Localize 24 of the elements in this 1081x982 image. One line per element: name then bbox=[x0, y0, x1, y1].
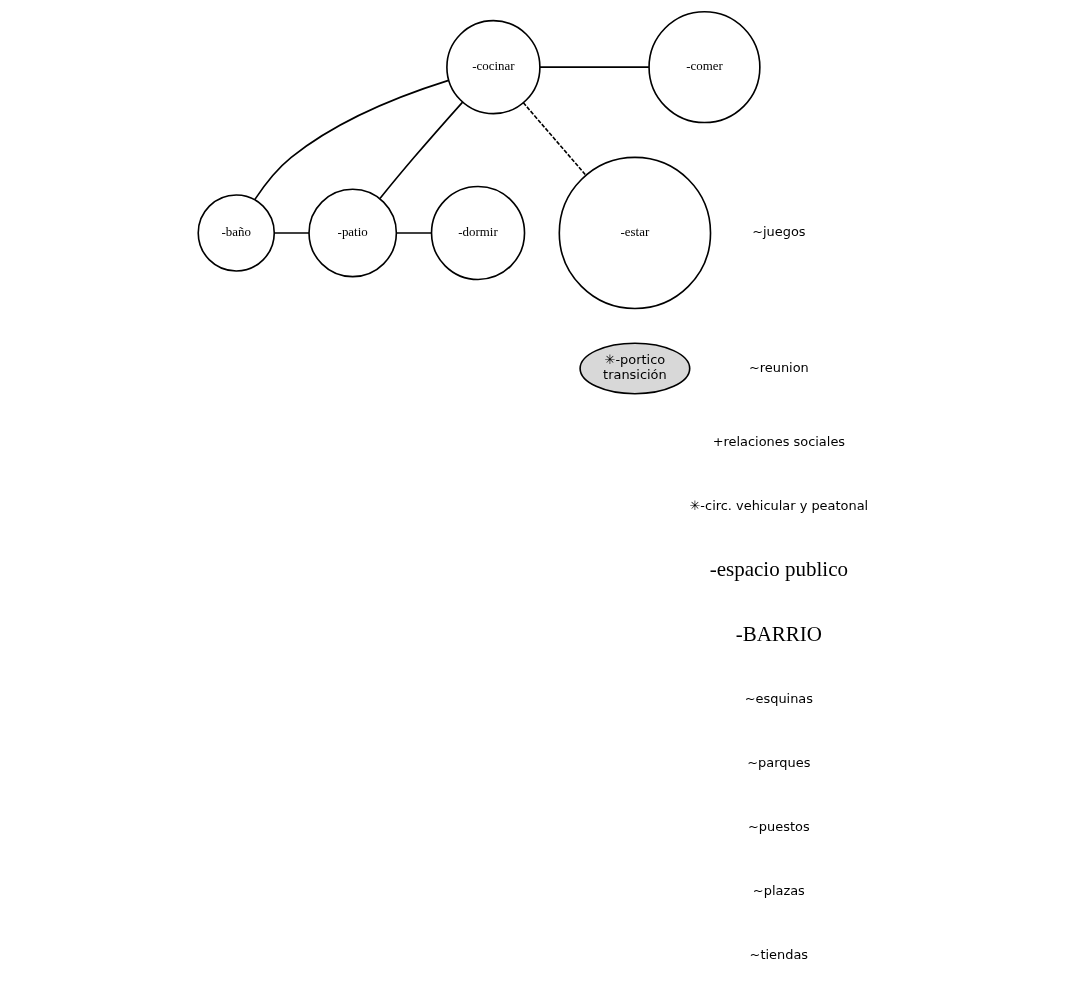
node-circle: -cocinar bbox=[446, 19, 541, 115]
connector bbox=[253, 79, 450, 201]
connector bbox=[395, 232, 433, 234]
connector bbox=[522, 102, 587, 176]
node-ellipse: ✳-portico transición bbox=[579, 342, 691, 395]
label: ~reunion bbox=[748, 359, 809, 375]
node-circle: -patio bbox=[308, 188, 398, 278]
label: ~tiendas bbox=[749, 946, 809, 962]
connector bbox=[273, 232, 310, 234]
label: ~puestos bbox=[748, 818, 810, 834]
connector bbox=[379, 101, 464, 200]
connector bbox=[539, 66, 650, 68]
label: ~parques bbox=[747, 755, 811, 771]
label: +relaciones sociales bbox=[712, 434, 846, 450]
label: ~juegos bbox=[752, 224, 806, 240]
label: ~esquinas bbox=[744, 691, 814, 707]
node-circle: -dormir bbox=[430, 185, 526, 281]
label: -espacio publico bbox=[709, 557, 849, 582]
node-circle: -estar bbox=[558, 156, 712, 310]
label: ~plazas bbox=[752, 882, 805, 898]
label: ✳-circ. vehicular y peatonal bbox=[689, 497, 869, 513]
node-circle: -baño bbox=[197, 194, 276, 272]
node-circle: -comer bbox=[648, 10, 761, 124]
label: -BARRIO bbox=[735, 621, 823, 646]
